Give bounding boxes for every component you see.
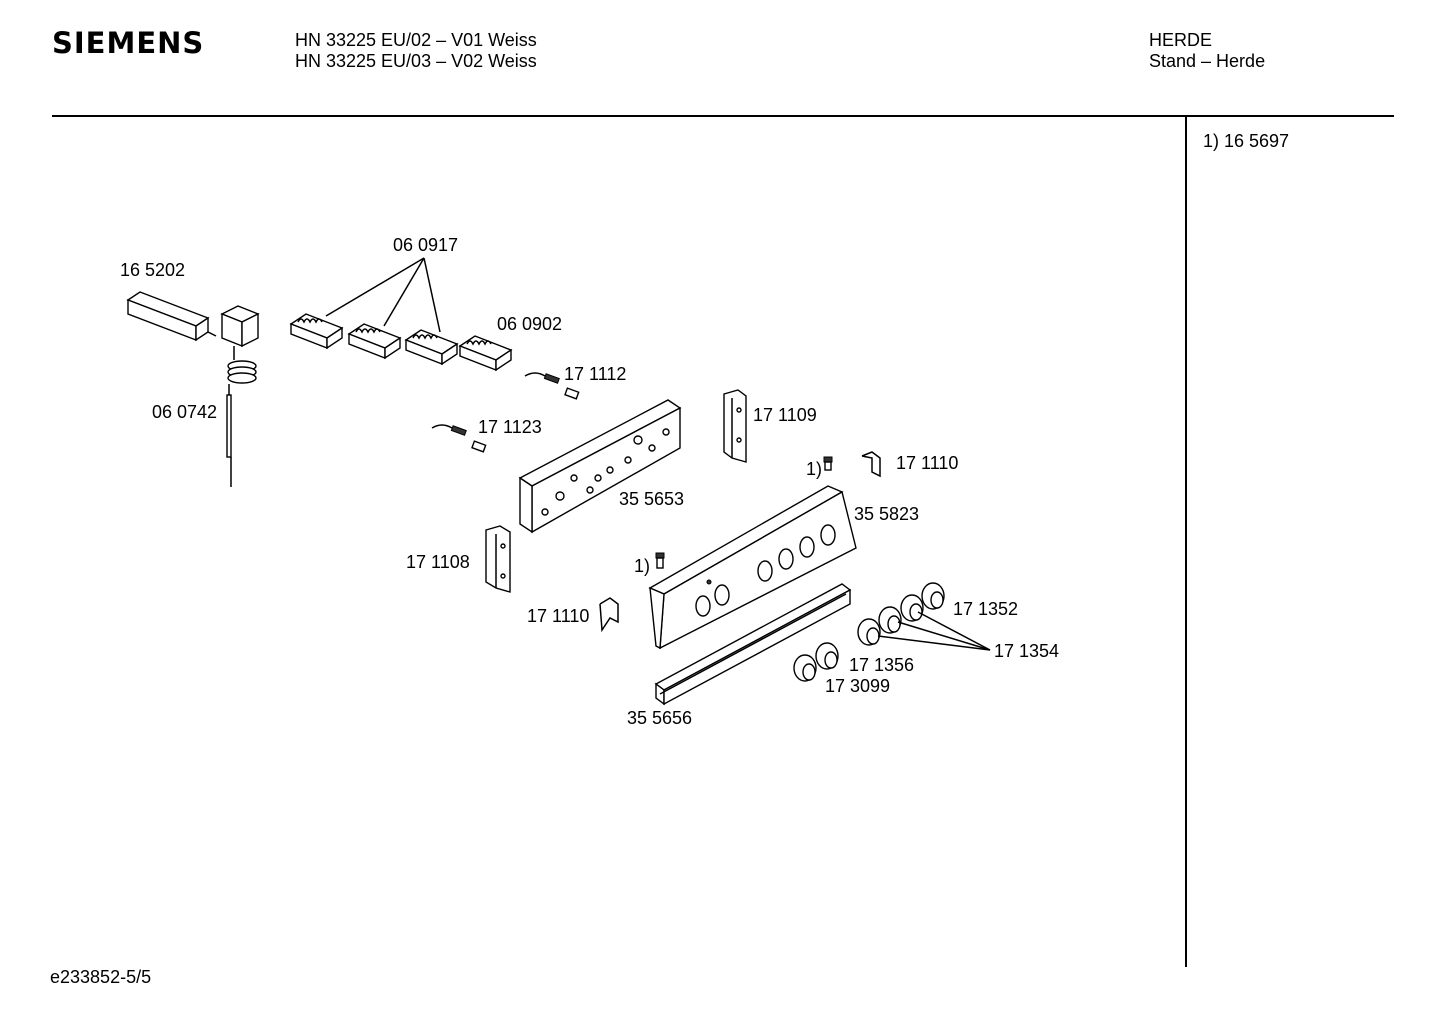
siemens-logo: SIEMENS [52,26,205,60]
control-plate-part [518,399,682,534]
category-line-2: Stand – Herde [1149,51,1266,71]
switch-part-1 [289,313,344,350]
thermostat-part [220,305,260,487]
label-171356: 17 1356 [849,655,914,675]
label-ref1-upper: 1) [806,459,822,479]
label-ref1-lower: 1) [634,556,650,576]
knob-part-2 [900,594,924,622]
sidebar-divider [1185,117,1187,967]
label-171108: 17 1108 [406,552,470,572]
lamp-part-1 [524,372,580,400]
switch-part-2 [347,323,402,360]
label-060917: 06 0917 [393,235,458,255]
label-171354: 17 1354 [994,641,1059,661]
knob-part-3 [878,606,902,634]
label-060902: 06 0902 [497,314,562,334]
label-165202: 16 5202 [120,260,185,280]
category-info: HERDE Stand – Herde [1149,30,1265,72]
category-line-1: HERDE [1149,30,1213,50]
label-060742: 06 0742 [152,402,217,422]
model-info: HN 33225 EU/02 – V01 Weiss HN 33225 EU/0… [295,30,537,72]
footnote: 1) 16 5697 [1203,131,1290,151]
leader-060917-a [325,257,425,317]
fascia-panel-part [648,485,857,650]
trim-strip-part [654,583,852,706]
model-line-1: HN 33225 EU/02 – V01 Weiss [295,30,537,50]
leader-060917-b [383,257,425,327]
switch-part-4 [458,335,513,372]
label-355823: 35 5823 [854,504,919,524]
label-171112: 17 1112 [564,364,626,384]
label-171110-lower: 17 1110 [527,606,589,626]
label-171109: 17 1109 [753,405,817,425]
model-line-2: HN 33225 EU/03 – V02 Weiss [295,51,537,71]
lamp-part-2 [431,424,487,453]
clip-part-2 [599,597,619,633]
knob-part-5 [815,642,839,670]
terminal-block-part [126,291,217,342]
clip-part-1 [861,451,881,478]
leader-171354-c [877,635,991,651]
screw-part-1 [823,456,833,471]
label-171352: 17 1352 [953,599,1018,619]
bracket-part-2 [485,525,511,593]
bracket-part-1 [723,389,747,463]
leader-171354-a [897,621,991,651]
label-171123: 17 1123 [478,417,542,437]
label-173099: 17 3099 [825,676,890,696]
screw-part-2 [655,552,665,569]
header-divider [52,115,1394,117]
knob-part-4 [857,618,881,646]
label-355656: 35 5656 [627,708,692,728]
knob-part-1 [921,582,945,610]
label-355653: 35 5653 [619,489,684,509]
leader-171354-b [917,611,991,651]
switch-part-3 [404,329,459,366]
label-171110-upper: 17 1110 [896,453,958,473]
leader-060917-c [423,257,441,333]
drawing-code: e233852-5/5 [50,967,152,987]
knob-part-6 [793,654,817,682]
